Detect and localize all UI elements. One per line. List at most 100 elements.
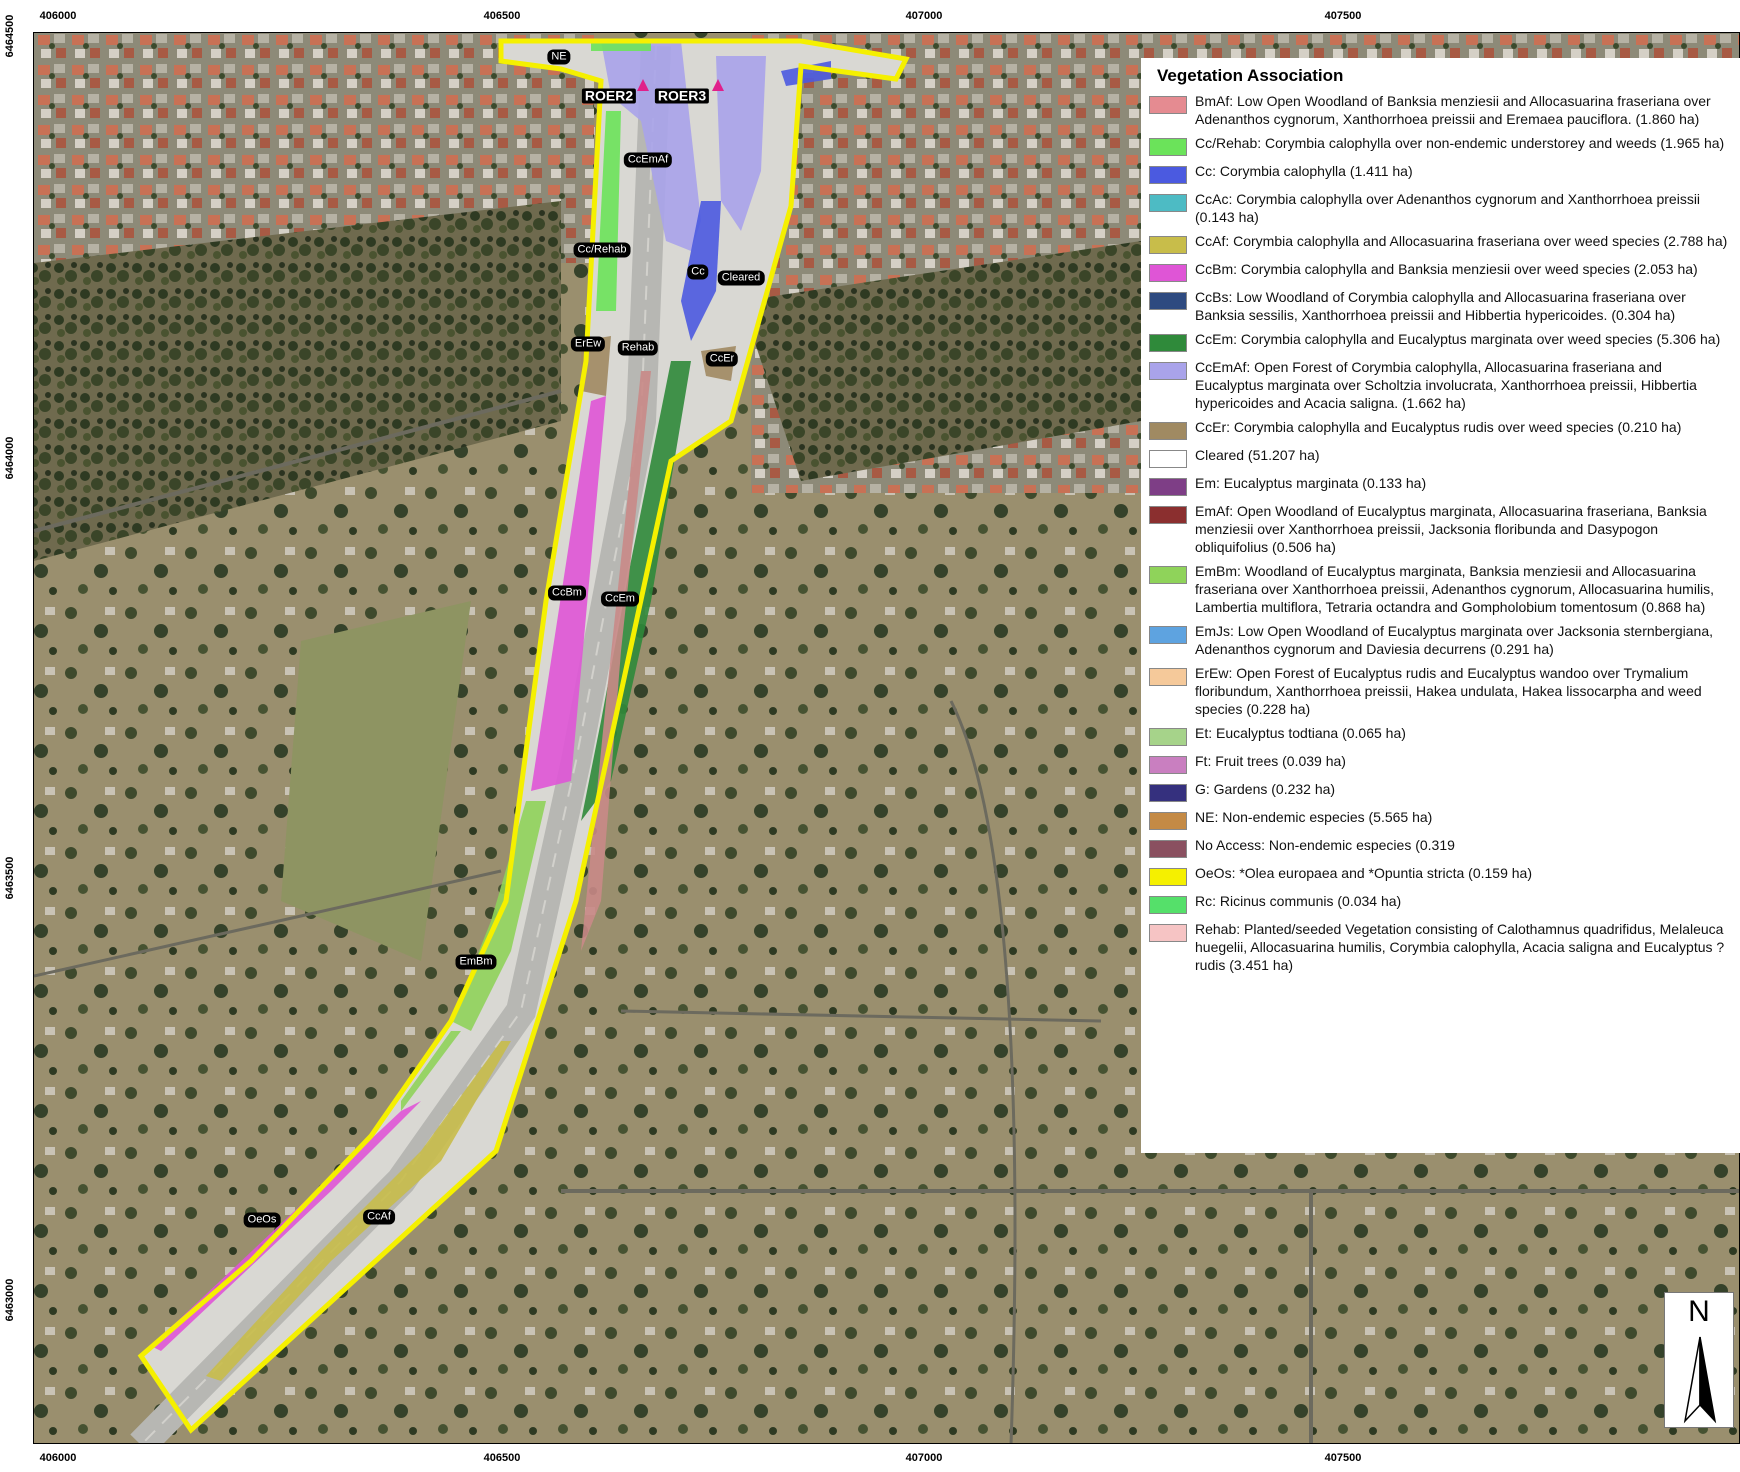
- road: [949, 700, 1017, 1443]
- survey-marker-roer2[interactable]: [637, 79, 649, 91]
- legend-item: CcBs: Low Woodland of Corymbia calophyll…: [1149, 288, 1732, 324]
- legend-swatch: [1149, 784, 1187, 802]
- bushland-east: [741, 241, 1141, 481]
- map-label-rehab: Rehab: [617, 340, 659, 356]
- legend-swatch: [1149, 236, 1187, 254]
- legend-item: No Access: Non-endemic especies (0.319: [1149, 836, 1732, 858]
- legend-text: NE: Non-endemic especies (5.565 ha): [1195, 809, 1433, 825]
- legend-swatch: [1149, 264, 1187, 282]
- map-label-ccemaf: CcEmAf: [623, 152, 673, 168]
- veg-cc-rehab: [596, 111, 621, 311]
- veg-embm: [401, 1031, 461, 1111]
- legend-items: BmAf: Low Open Woodland of Banksia menzi…: [1149, 92, 1732, 974]
- y-tick-6464000: 6464000: [4, 436, 16, 480]
- north-arrow-label: N: [1688, 1295, 1710, 1328]
- legend-swatch: [1149, 422, 1187, 440]
- legend-text: Rehab: Planted/seeded Vegetation consist…: [1195, 921, 1725, 973]
- legend-item: BmAf: Low Open Woodland of Banksia menzi…: [1149, 92, 1732, 128]
- x-tick-top-406000: 406000: [39, 10, 77, 22]
- x-tick-top-406500: 406500: [483, 10, 521, 22]
- legend-text: No Access: Non-endemic especies (0.319: [1195, 837, 1455, 853]
- map-label-roer2: ROER2: [581, 88, 637, 104]
- survey-marker-roer3[interactable]: [712, 79, 724, 91]
- x-tick-top-407500: 407500: [1324, 10, 1362, 22]
- legend-text: CcBs: Low Woodland of Corymbia calophyll…: [1195, 289, 1686, 323]
- legend-item: CcEm: Corymbia calophylla and Eucalyptus…: [1149, 330, 1732, 352]
- project-area-cleared: [141, 41, 906, 1430]
- legend-item: EmJs: Low Open Woodland of Eucalyptus ma…: [1149, 622, 1732, 658]
- legend-swatch: [1149, 166, 1187, 184]
- legend-item: CcEr: Corymbia calophylla and Eucalyptus…: [1149, 418, 1732, 440]
- legend-swatch: [1149, 292, 1187, 310]
- map-label-ccer: CcEr: [705, 351, 739, 367]
- road: [620, 1009, 1102, 1023]
- open-field: [281, 601, 471, 961]
- legend-swatch: [1149, 566, 1187, 584]
- legend-item: Cleared (51.207 ha): [1149, 446, 1732, 468]
- legend-item: Rehab: Planted/seeded Vegetation consist…: [1149, 920, 1732, 974]
- x-tick-top-407000: 407000: [905, 10, 943, 22]
- map-label-ne: NE: [547, 49, 571, 65]
- map-label-ccbm: CcBm: [548, 585, 586, 601]
- legend-item: CcBm: Corymbia calophylla and Banksia me…: [1149, 260, 1732, 282]
- legend-text: Cleared (51.207 ha): [1195, 447, 1320, 463]
- legend-swatch: [1149, 450, 1187, 468]
- legend-item: OeOs: *Olea europaea and *Opuntia strict…: [1149, 864, 1732, 886]
- y-tick-6464500: 6464500: [4, 14, 16, 58]
- legend-swatch: [1149, 668, 1187, 686]
- map-label-cc: Cc: [687, 264, 709, 280]
- map-label-oeos: OeOs: [243, 1212, 281, 1228]
- x-tick-bottom-406000: 406000: [39, 1452, 77, 1464]
- veg-ccaf: [206, 1041, 511, 1381]
- legend-text: OeOs: *Olea europaea and *Opuntia strict…: [1195, 865, 1532, 881]
- road: [34, 869, 502, 978]
- legend-item: NE: Non-endemic especies (5.565 ha): [1149, 808, 1732, 830]
- map-label-erew: ErEw: [570, 336, 606, 352]
- project-boundary: [137, 38, 910, 1434]
- map-label-embm: EmBm: [455, 954, 497, 970]
- highway-marking: [141, 45, 657, 1443]
- legend-swatch: [1149, 506, 1187, 524]
- y-tick-6463500: 6463500: [4, 856, 16, 900]
- legend-item: CcAc: Corymbia calophylla over Adenantho…: [1149, 190, 1732, 226]
- legend-item: ErEw: Open Forest of Eucalyptus rudis an…: [1149, 664, 1732, 718]
- legend-item: Cc: Corymbia calophylla (1.411 ha): [1149, 162, 1732, 184]
- map-label-ccem: CcEm: [601, 591, 639, 607]
- map-label-ccaf: CcAf: [363, 1209, 395, 1225]
- legend-text: Cc: Corymbia calophylla (1.411 ha): [1195, 163, 1413, 179]
- legend-item: G: Gardens (0.232 ha): [1149, 780, 1732, 802]
- vegetation-legend: Vegetation Association BmAf: Low Open Wo…: [1141, 58, 1740, 1153]
- legend-text: Et: Eucalyptus todtiana (0.065 ha): [1195, 725, 1406, 741]
- legend-swatch: [1149, 868, 1187, 886]
- legend-item: EmAf: Open Woodland of Eucalyptus margin…: [1149, 502, 1732, 556]
- legend-text: CcBm: Corymbia calophylla and Banksia me…: [1195, 261, 1698, 277]
- legend-text: CcAf: Corymbia calophylla and Allocasuar…: [1195, 233, 1728, 249]
- legend-swatch: [1149, 626, 1187, 644]
- map-label-cleared: Cleared: [717, 270, 765, 286]
- x-tick-bottom-406500: 406500: [483, 1452, 521, 1464]
- legend-text: EmBm: Woodland of Eucalyptus marginata, …: [1195, 563, 1715, 615]
- legend-text: Em: Eucalyptus marginata (0.133 ha): [1195, 475, 1427, 491]
- legend-item: Cc/Rehab: Corymbia calophylla over non-e…: [1149, 134, 1732, 156]
- legend-swatch: [1149, 334, 1187, 352]
- legend-text: Ft: Fruit trees (0.039 ha): [1195, 753, 1346, 769]
- legend-swatch: [1149, 138, 1187, 156]
- legend-item: Rc: Ricinus communis (0.034 ha): [1149, 892, 1732, 914]
- legend-swatch: [1149, 896, 1187, 914]
- legend-swatch: [1149, 96, 1187, 114]
- legend-text: EmJs: Low Open Woodland of Eucalyptus ma…: [1195, 623, 1714, 657]
- veg-ccemaf: [716, 56, 766, 231]
- legend-text: Cc/Rehab: Corymbia calophylla over non-e…: [1195, 135, 1725, 151]
- north-arrow: N: [1664, 1292, 1734, 1428]
- legend-text: CcAc: Corymbia calophylla over Adenantho…: [1195, 191, 1701, 225]
- legend-item: EmBm: Woodland of Eucalyptus marginata, …: [1149, 562, 1732, 616]
- legend-text: EmAf: Open Woodland of Eucalyptus margin…: [1195, 503, 1707, 555]
- legend-swatch: [1149, 756, 1187, 774]
- legend-swatch: [1149, 840, 1187, 858]
- legend-swatch: [1149, 728, 1187, 746]
- legend-text: ErEw: Open Forest of Eucalyptus rudis an…: [1195, 665, 1702, 717]
- legend-text: BmAf: Low Open Woodland of Banksia menzi…: [1195, 93, 1711, 127]
- map-label-roer3: ROER3: [654, 88, 710, 104]
- legend-text: Rc: Ricinus communis (0.034 ha): [1195, 893, 1402, 909]
- legend-swatch: [1149, 478, 1187, 496]
